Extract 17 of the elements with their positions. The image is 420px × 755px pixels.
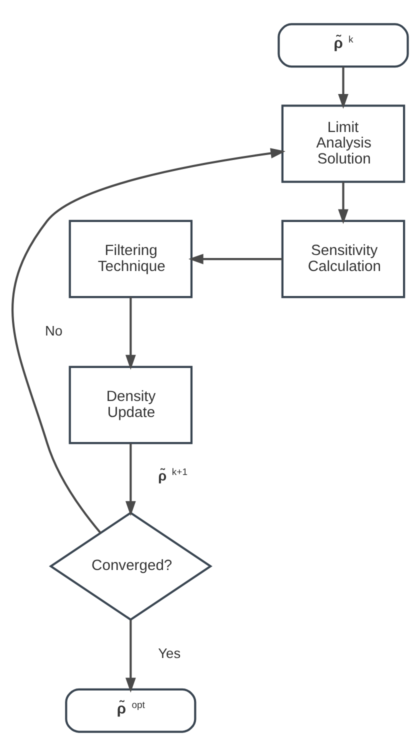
node-box: Density Update (68, 365, 193, 444)
node-box: ρ̃ $^{opt}$ (65, 688, 196, 732)
edge-label: No (45, 323, 63, 338)
node-box: Limit Analysis Solution (281, 104, 406, 182)
arrow (12, 148, 286, 534)
node-diamond: Converged? (48, 511, 212, 620)
arrow (338, 181, 348, 224)
arrow (188, 253, 282, 264)
arrow (125, 442, 136, 516)
node-box: Sensitivity Calculation (281, 219, 406, 298)
edge-label: Yes (158, 646, 181, 661)
edge-label: ρ̃ $^{k+1}$ (158, 466, 188, 483)
arrow (125, 296, 136, 370)
node-box: ρ̃ $^{k}$ (278, 22, 409, 68)
arrow (338, 66, 348, 108)
arrow (125, 619, 136, 692)
node-box: Filtering Technique (68, 219, 193, 298)
